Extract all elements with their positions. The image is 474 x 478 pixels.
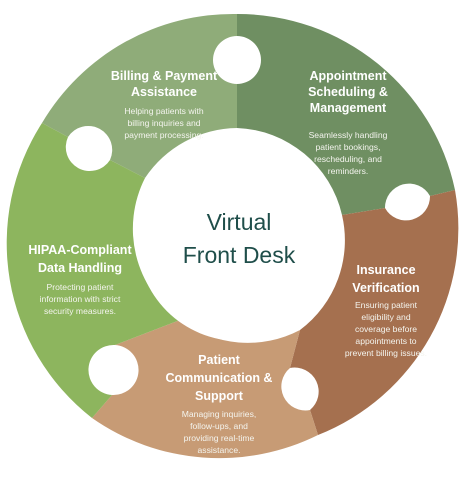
communication-desc-line3: providing real-time: [184, 433, 255, 443]
center-title-line1: Virtual: [207, 209, 272, 235]
scheduling-title-line2: Scheduling &: [308, 85, 388, 99]
segment-scheduling: [237, 13, 455, 216]
billing-desc-line3: payment processing.: [124, 130, 203, 140]
segment-hipaa: [6, 123, 181, 418]
hipaa-title-line1: HIPAA-Compliant: [28, 243, 132, 257]
insurance-desc-line2: eligibility and: [361, 312, 410, 322]
hipaa-title-line2: Data Handling: [38, 261, 122, 275]
communication-title-line2: Communication &: [166, 371, 273, 385]
segment-billing: [42, 13, 237, 179]
communication-title-line3: Support: [195, 389, 244, 403]
billing-desc-line2: billing inquiries and: [127, 118, 200, 128]
insurance-title-line2: Verification: [352, 281, 419, 295]
insurance-desc-line5: prevent billing issues.: [345, 348, 427, 358]
scheduling-desc-line4: reminders.: [328, 166, 369, 176]
communication-desc-line1: Managing inquiries,: [182, 409, 257, 419]
insurance-desc-line3: coverage before: [355, 324, 417, 334]
center-title-line2: Front Desk: [183, 242, 296, 268]
center-circle: [137, 137, 341, 341]
scheduling-desc-line3: rescheduling, and: [314, 154, 382, 164]
hipaa-desc-line2: information with strict: [40, 294, 121, 304]
segment-communication: [92, 320, 318, 459]
billing-desc-line1: Helping patients with: [124, 106, 204, 116]
communication-desc-line4: assistance.: [198, 445, 241, 455]
insurance-title-line1: Insurance: [356, 263, 415, 277]
scheduling-desc-line2: patient bookings,: [316, 142, 381, 152]
insurance-desc-line4: appointments to: [355, 336, 416, 346]
hipaa-desc-line3: security measures.: [44, 306, 116, 316]
communication-title-line1: Patient: [198, 353, 241, 367]
insurance-desc-line1: Ensuring patient: [355, 300, 418, 310]
billing-title-line2: Assistance: [131, 85, 197, 99]
communication-desc-line2: follow-ups, and: [190, 421, 248, 431]
scheduling-desc-line1: Seamlessly handling: [309, 130, 388, 140]
scheduling-title-line1: Appointment: [309, 69, 387, 83]
billing-title-line1: Billing & Payment: [111, 69, 218, 83]
scheduling-title-line3: Management: [310, 101, 387, 115]
hipaa-desc-line1: Protecting patient: [47, 282, 114, 292]
segment-insurance: [290, 190, 459, 435]
